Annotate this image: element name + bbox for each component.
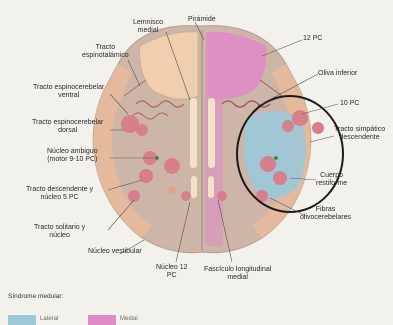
label-nucleo-ambiguo: Núcleo ambiguo (motor 9-10 PC) [47,148,98,164]
legend-label-medial: Medial [120,316,138,322]
left-nucleus-7 [181,191,191,201]
left-lemniscus [190,98,197,168]
legend-swatch-lateral [8,315,36,325]
left-nucleus-8 [168,186,176,194]
right-fasciculus [208,176,214,198]
right-ambiguus-dot [274,156,278,160]
left-ambiguus-dot [155,156,159,160]
right-nucleus-3 [312,122,324,134]
left-fasciculus [191,176,197,198]
legend-swatch-medial [88,315,116,325]
label-12-pc-top: 12 PC [303,35,322,43]
right-nucleus-2 [282,120,294,132]
left-nucleus-2 [136,124,148,136]
left-nucleus-4 [164,158,180,174]
label-oliva-inferior: Oliva inferior [318,70,357,78]
right-nucleus-7 [217,191,227,201]
label-cuerpo-restiforme: Cuerpo restiforme [316,172,347,188]
right-nucleus-4 [260,156,276,172]
label-10-pc: 10 PC [340,100,359,108]
label-lemnisco: Lemnisco medial [133,19,163,35]
right-nucleus-1 [292,110,308,126]
legend-label-lateral: Lateral [40,316,58,322]
left-nucleus-5 [139,169,153,183]
label-tracto-solitario: Tracto solitario y núcleo [34,224,85,240]
label-nucleo-vestibular: Núcleo vestibular [88,248,142,256]
label-piramide: Pirámide [188,16,216,24]
label-espinocerebelar-dorsal: Tracto espinocerebelar dorsal [32,119,103,135]
right-nucleus-5 [273,171,287,185]
right-lemniscus [208,98,215,168]
label-simpatico-descendente: Tracto simpático descendente [334,126,385,142]
label-fibras-olivocerebelares: Fibras olivocerebelares [300,206,351,222]
label-espinocerebelar-ventral: Tracto espinocerebelar ventral [33,84,104,100]
label-fasciculo-longitudinal: Fascículo longitudinal medial [204,266,271,282]
legend-title: Síndrome medular: [8,293,63,300]
label-nucleo-12-pc: Núcleo 12 PC [156,264,188,280]
label-descendente-5-pc: Tracto descendente y núcleo 5 PC [26,186,93,202]
label-espinotalamico: Tracto espinotalámico [82,44,129,60]
